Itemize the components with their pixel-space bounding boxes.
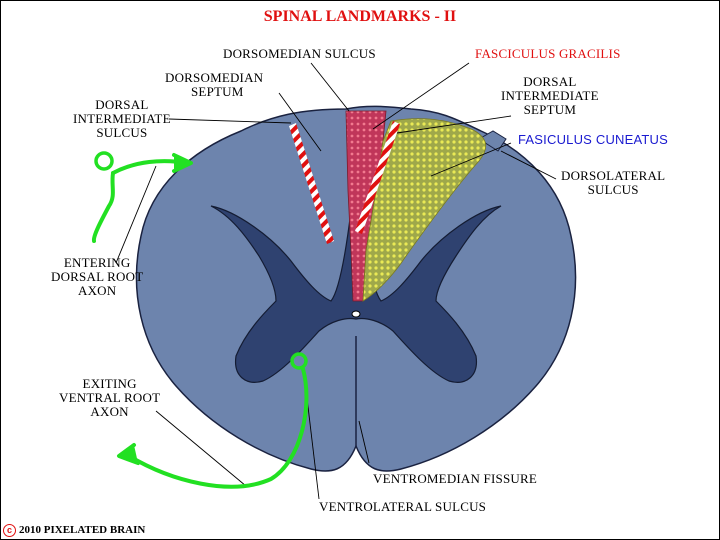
leader-entering-dorsal-root	[115, 165, 157, 264]
leader-lines	[115, 62, 557, 500]
label-dorsomedian-septum: DORSOMEDIAN SEPTUM	[165, 70, 264, 99]
leader-dorsomedian-septum	[278, 92, 322, 152]
label-dorsal-intermediate-sulcus: DORSAL INTERMEDIATE SULCUS	[73, 97, 171, 140]
copyright-icon: c	[3, 524, 16, 537]
leader-fasiculus-cuneatus	[430, 142, 512, 177]
dorsolateral-nub	[478, 130, 507, 152]
copyright-text: 2010 PIXELATED BRAIN	[19, 524, 146, 537]
label-dorsomedian-sulcus: DORSOMEDIAN SULCUS	[223, 46, 376, 61]
leader-dorsolateral-sulcus	[500, 150, 557, 180]
label-fasciculus-gracilis: FASCICULUS GRACILIS	[475, 46, 621, 61]
label-fasiculus-cuneatus: FASICULUS CUNEATUS	[518, 132, 668, 147]
exiting-axon-arrow	[117, 352, 309, 489]
label-entering-dorsal-root-axon: ENTERING DORSAL ROOT AXON	[51, 255, 144, 298]
leader-ventromedian-fissure	[358, 420, 370, 464]
label-exiting-ventral-root-axon: EXITING VENTRAL ROOT AXON	[59, 376, 161, 419]
fasciculus-cuneatus-region	[362, 118, 487, 302]
leader-dorsomedian-sulcus	[310, 62, 350, 112]
page-title: SPINAL LANDMARKS - II	[263, 8, 457, 25]
dorsomedian-septum-stripe	[289, 123, 334, 244]
leader-dorsal-intermediate-septum	[396, 115, 512, 134]
label-ventromedian-fissure: VENTROMEDIAN FISSURE	[373, 471, 537, 486]
leader-fasciculus-gracilis	[372, 62, 470, 130]
leader-dorsal-intermediate-sulcus	[168, 118, 292, 124]
label-dorsolateral-sulcus: DORSOLATERAL SULCUS	[561, 168, 666, 197]
dorsal-intermediate-septum-stripe	[355, 121, 400, 234]
entering-axon-arrow	[91, 151, 193, 243]
central-canal	[351, 310, 361, 318]
label-dorsal-intermediate-septum: DORSAL INTERMEDIATE SEPTUM	[501, 74, 599, 117]
label-ventrolateral-sulcus: VENTROLATERAL SULCUS	[319, 499, 487, 514]
leader-exiting-ventral-root	[155, 410, 247, 487]
